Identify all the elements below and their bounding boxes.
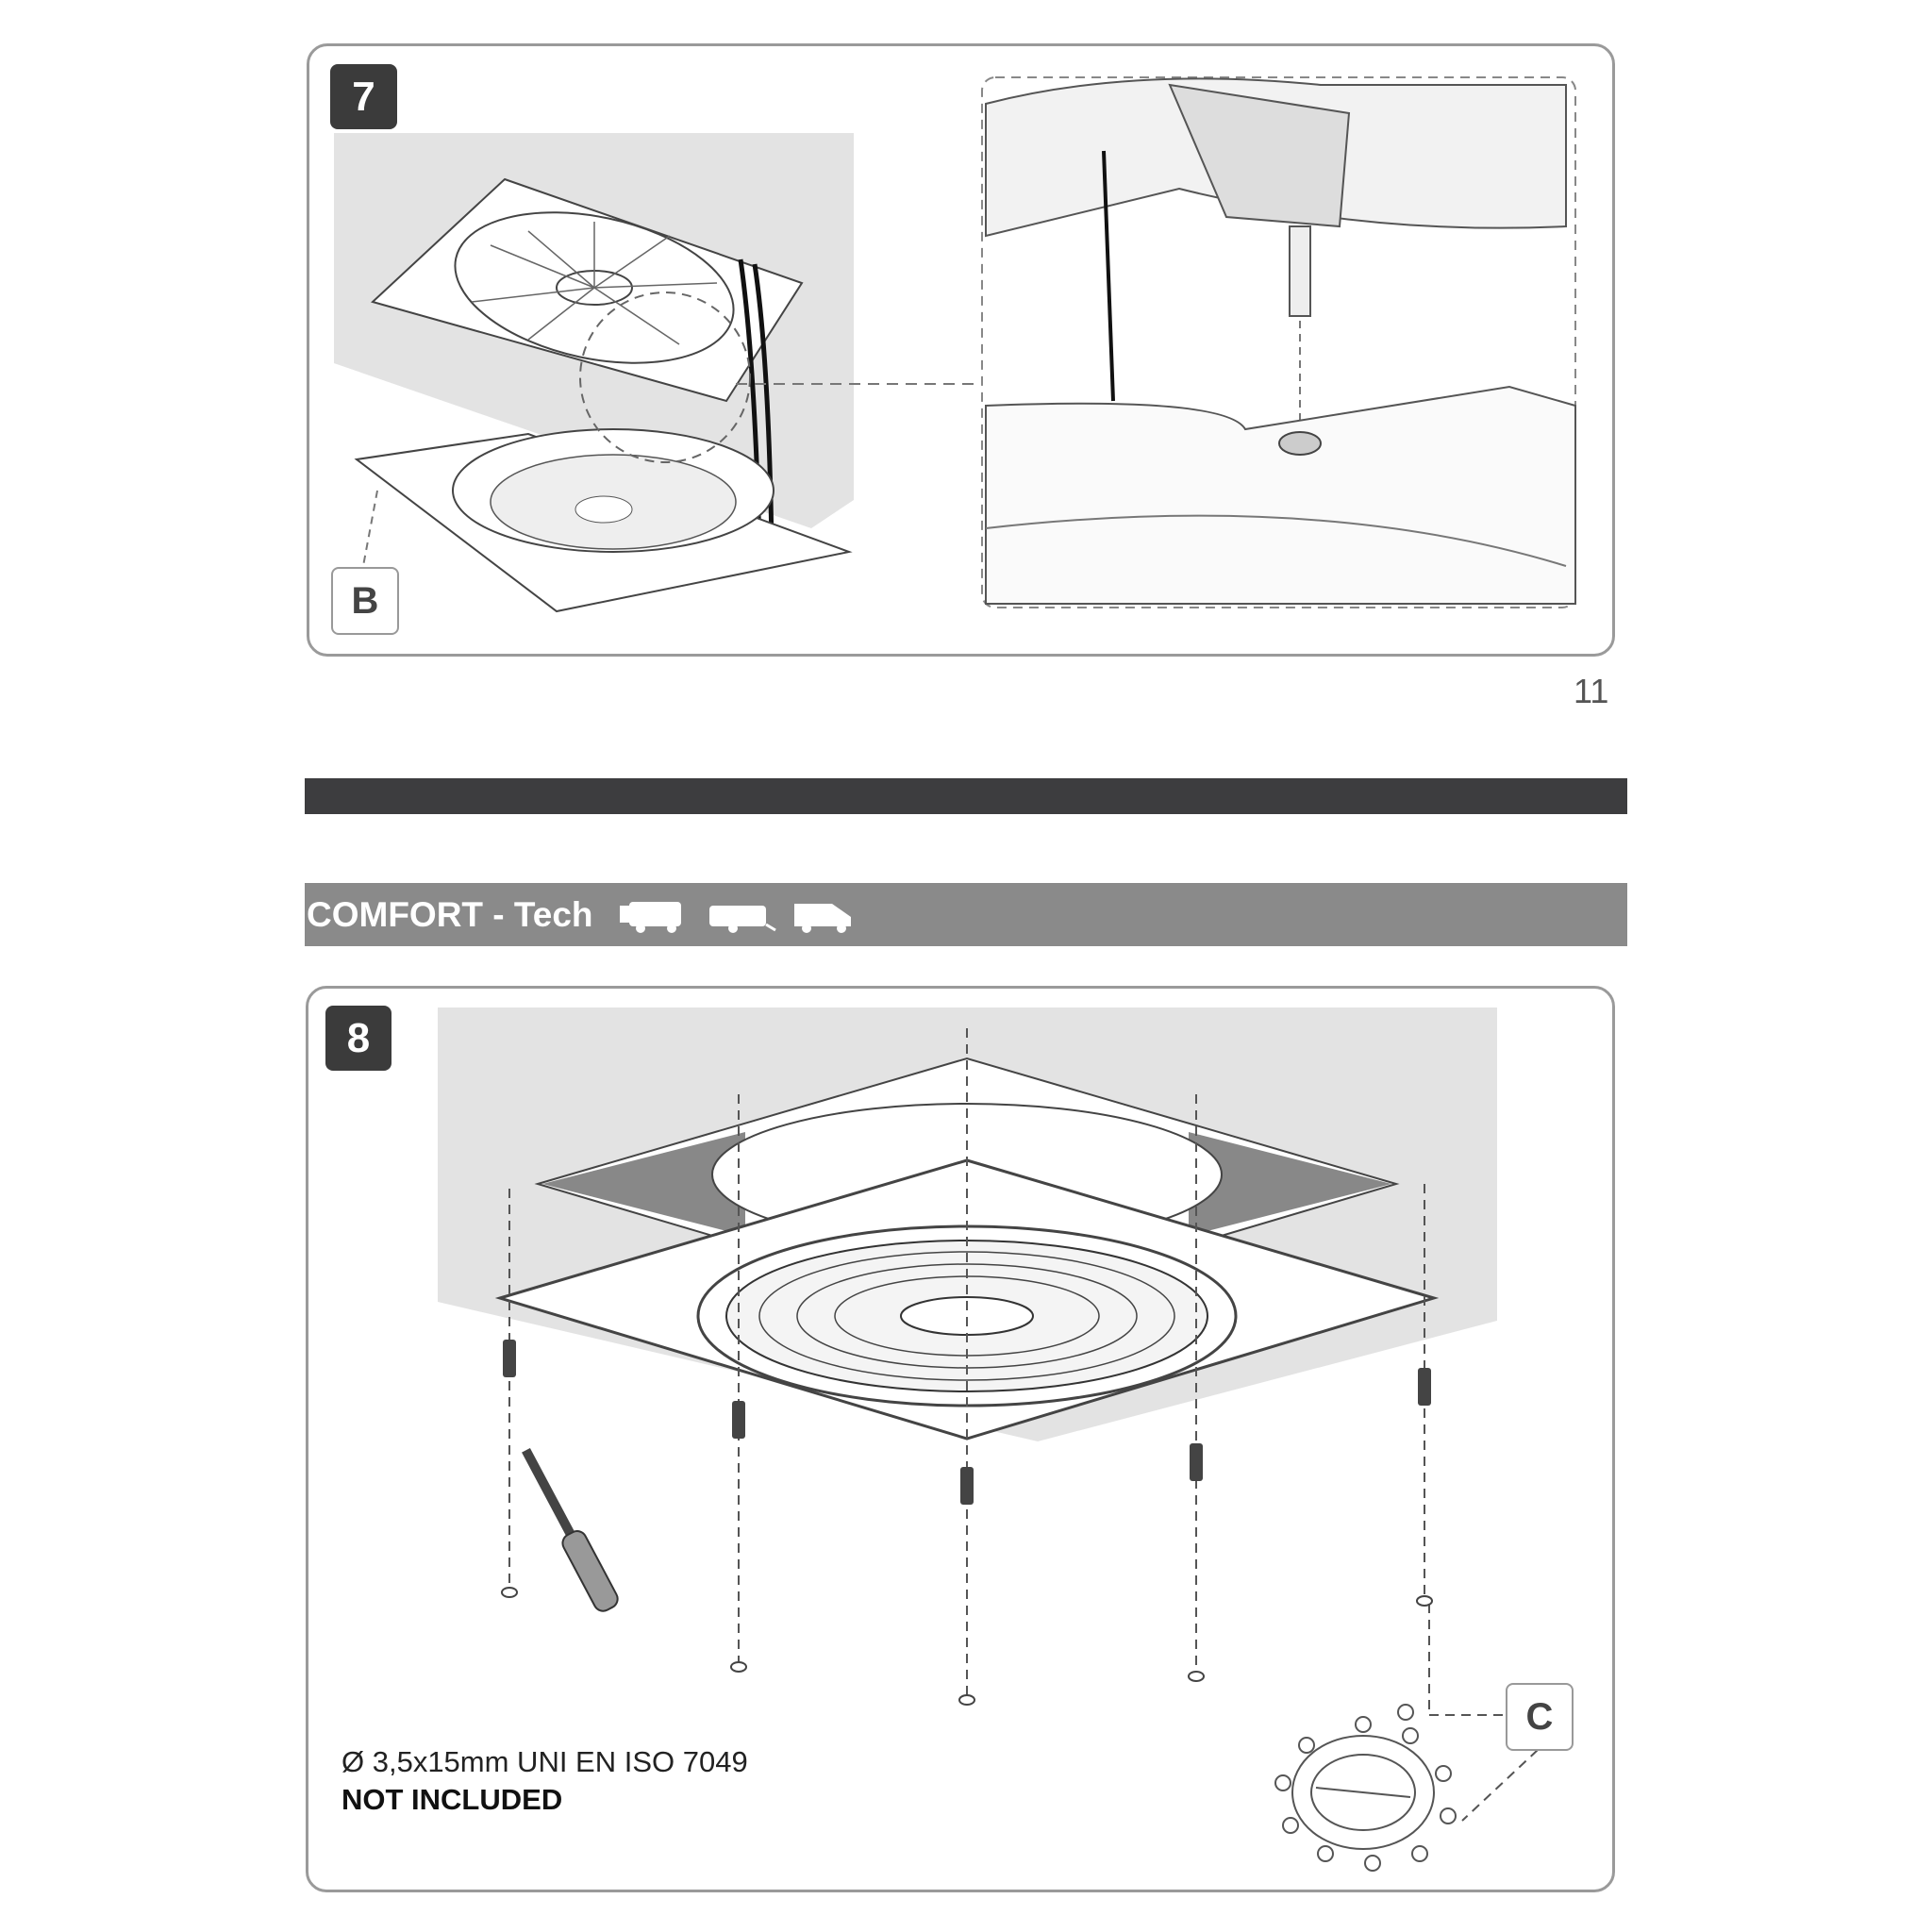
- section-banner: COMFORT - Tech: [305, 883, 1627, 946]
- screw-spec: Ø 3,5x15mm UNI EN ISO 7049 NOT INCLUDED: [341, 1743, 748, 1819]
- step-7-badge: 7: [330, 64, 397, 129]
- screw-spec-text: Ø 3,5x15mm UNI EN ISO 7049: [341, 1745, 748, 1778]
- vehicle-icons: [619, 901, 851, 933]
- page-number: 11: [1574, 672, 1609, 710]
- step-7-illustration: [334, 76, 1576, 613]
- step-8-badge: 8: [325, 1006, 391, 1071]
- van-icon: [793, 903, 851, 933]
- screws: [503, 1340, 1431, 1505]
- part-b-label: B: [331, 567, 399, 635]
- screwdriver-icon: [522, 1447, 619, 1612]
- part-c-detail: [1274, 1704, 1457, 1872]
- motorhome-icon: [619, 901, 681, 933]
- caravan-icon: [708, 905, 776, 933]
- section-title: COMFORT - Tech: [307, 894, 593, 934]
- section-divider: [305, 778, 1627, 814]
- part-c-label: C: [1506, 1683, 1574, 1751]
- not-included-note: NOT INCLUDED: [341, 1783, 563, 1816]
